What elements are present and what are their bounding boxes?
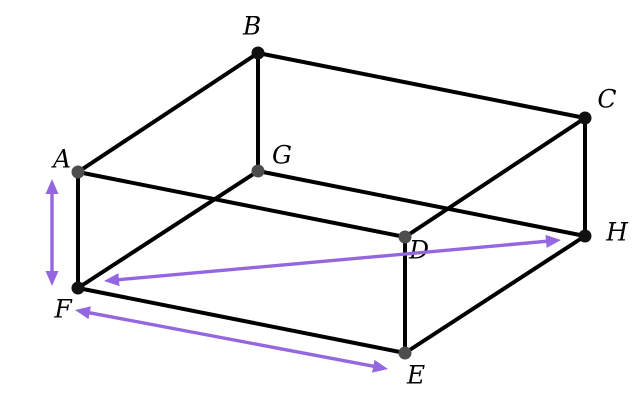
diagonal-measure-arrow-FH (104, 234, 561, 287)
edge-DA (76, 170, 407, 239)
vertex-label-E: E (406, 361, 425, 390)
vertex-label-G: G (272, 141, 292, 170)
vertex-E (398, 346, 412, 360)
edge-GH (256, 169, 587, 238)
edge-HE (403, 234, 587, 355)
vertex-F (71, 281, 85, 295)
vertex-label-F: F (53, 295, 73, 324)
edge-BC (256, 51, 587, 120)
edge-FG (76, 169, 260, 290)
vertex-D (398, 230, 412, 244)
arrowhead-icon (545, 234, 561, 248)
height-measure-arrow-AF (45, 179, 59, 286)
arrow-shaft (114, 239, 551, 282)
edge-EF (76, 286, 407, 355)
vertex-A (71, 165, 85, 179)
vertex-B (251, 46, 265, 60)
arrowhead-icon (75, 306, 91, 320)
arrowhead-icon (45, 271, 59, 286)
edge-AB (76, 51, 260, 174)
vertex-label-A: A (51, 145, 71, 174)
vertex-H (578, 229, 592, 243)
vertex-label-C: C (597, 85, 616, 114)
vertex-label-H: H (605, 218, 629, 247)
arrowhead-icon (104, 273, 120, 287)
vertex-C (578, 111, 592, 125)
edge-CD (403, 116, 587, 239)
arrowhead-icon (372, 359, 388, 373)
arrowhead-icon (45, 179, 59, 194)
edge-measure-arrow-FE (75, 306, 388, 373)
vertex-G (251, 164, 265, 178)
vertex-label-D: D (408, 236, 429, 265)
arrow-shaft (85, 310, 378, 369)
vertex-label-B: B (242, 12, 261, 41)
